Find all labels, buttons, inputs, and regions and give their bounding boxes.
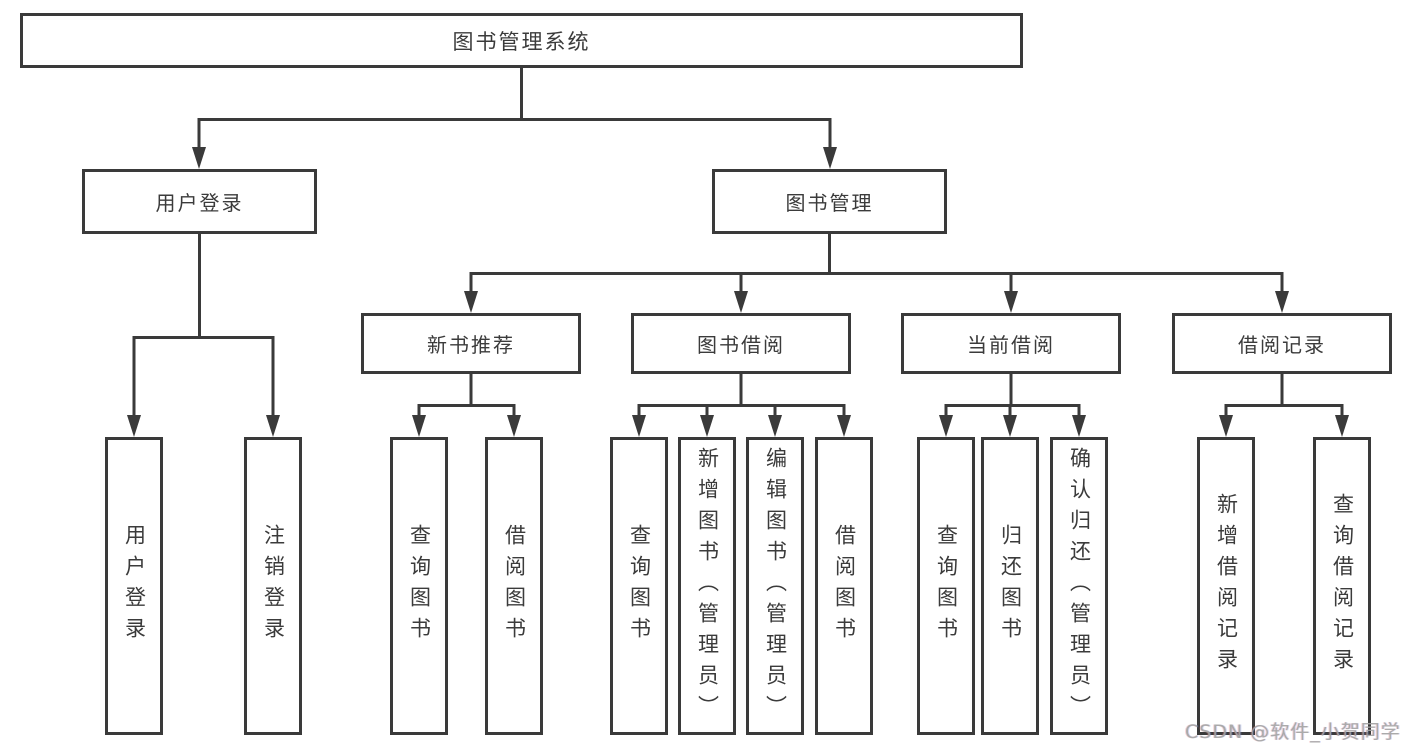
arrowhead [734, 291, 748, 313]
leaf-add-books-admin: 新增图书（管理员） [678, 437, 736, 735]
leaf-return-books: 归还图书 [981, 437, 1039, 735]
leaf-logout: 注销登录 [244, 437, 302, 735]
node-current-borrow: 当前借阅 [901, 313, 1121, 374]
leaf-confirm-return-admin: 确认归还（管理员） [1050, 437, 1108, 735]
arrowhead [192, 147, 206, 169]
edge-newbook-group [417, 374, 516, 416]
node-root-system: 图书管理系统 [20, 13, 1023, 68]
arrowhead [1004, 291, 1018, 313]
leaf-query-books-newbook: 查询图书 [390, 437, 448, 735]
arrowhead [1072, 415, 1086, 437]
leaf-user-login: 用户登录 [105, 437, 163, 735]
arrowhead [1335, 415, 1349, 437]
node-book-borrow: 图书借阅 [631, 313, 851, 374]
csdn-watermark: CSDN @软件_小贺同学 [1185, 721, 1401, 743]
node-new-book-recommend: 新书推荐 [361, 313, 581, 374]
arrowhead [464, 291, 478, 313]
edge-userlogin-to-leaves [132, 234, 275, 416]
arrowhead [939, 415, 953, 437]
leaf-edit-books-admin: 编辑图书（管理员） [746, 437, 804, 735]
edge-records-group [1224, 374, 1344, 416]
leaf-query-borrow-record: 查询借阅记录 [1313, 437, 1371, 735]
arrowhead [1275, 291, 1289, 313]
arrowhead [1219, 415, 1233, 437]
edge-bookmgmt-to-level3 [469, 234, 1284, 292]
leaf-query-books-current: 查询图书 [917, 437, 975, 735]
arrowhead [632, 415, 646, 437]
arrowhead [700, 415, 714, 437]
edge-borrow-group [637, 374, 846, 416]
leaf-borrow-books-newbook: 借阅图书 [485, 437, 543, 735]
node-book-management: 图书管理 [712, 169, 947, 234]
arrowhead [507, 415, 521, 437]
arrowhead [823, 147, 837, 169]
arrowhead [127, 415, 141, 437]
leaf-borrow-books: 借阅图书 [815, 437, 873, 735]
node-user-login: 用户登录 [82, 169, 317, 234]
node-borrow-records: 借阅记录 [1172, 313, 1392, 374]
arrowhead [837, 415, 851, 437]
arrowhead [266, 415, 280, 437]
leaf-query-books-borrow: 查询图书 [610, 437, 668, 735]
arrowhead [1003, 415, 1017, 437]
arrowhead [768, 415, 782, 437]
arrowhead [412, 415, 426, 437]
edge-root-to-level2 [197, 68, 832, 149]
leaf-add-borrow-record: 新增借阅记录 [1197, 437, 1255, 735]
edge-current-group [944, 374, 1081, 416]
